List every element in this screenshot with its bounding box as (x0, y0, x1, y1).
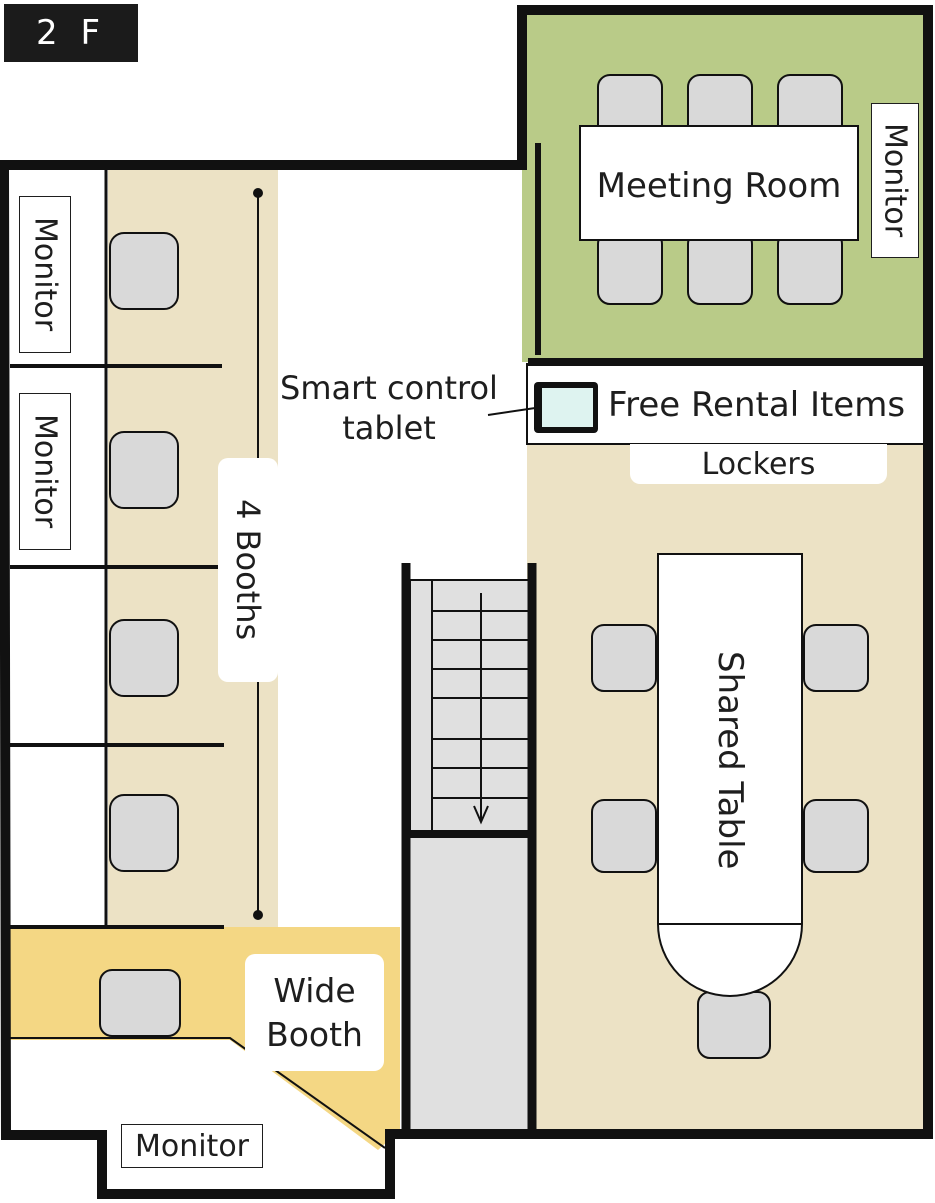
inner-walls (10, 143, 928, 1149)
meeting-room-label: Meeting Room (596, 166, 842, 206)
tablet-pointer (487, 406, 543, 416)
booth-monitor-label-1: Monitor (19, 196, 71, 353)
meeting-table (579, 125, 859, 241)
booth-chairs (99, 232, 181, 1037)
wide-booth-monitor-label: Monitor (121, 1124, 263, 1168)
curtain-rod-end-top (253, 188, 263, 198)
stair-arrowhead (473, 805, 489, 825)
meeting-chairs-bottom (597, 231, 843, 305)
stair-landing (410, 838, 530, 1134)
meeting-chairs-top (597, 74, 843, 138)
lockers-label: Lockers (630, 444, 887, 484)
shared-table-label: Shared Table (710, 650, 750, 870)
floor-label: 2 F (4, 4, 138, 62)
booths-label: 4 Booths (218, 458, 278, 682)
wide-booth-label: Wide Booth (245, 954, 384, 1071)
meeting-room-monitor-label: Monitor (871, 103, 919, 258)
outer-wall (0, 5, 933, 1199)
shared-table (657, 553, 803, 997)
shared-table-chairs (591, 624, 869, 1059)
booth-monitor-label-2: Monitor (19, 393, 71, 550)
tablet-screen (542, 388, 593, 427)
smart-control-tablet-label: Smart control tablet (280, 369, 498, 447)
stair-steps (409, 579, 531, 833)
curtain-rod-end-bottom (253, 910, 263, 920)
free-rental-items-label: Free Rental Items (608, 385, 906, 425)
